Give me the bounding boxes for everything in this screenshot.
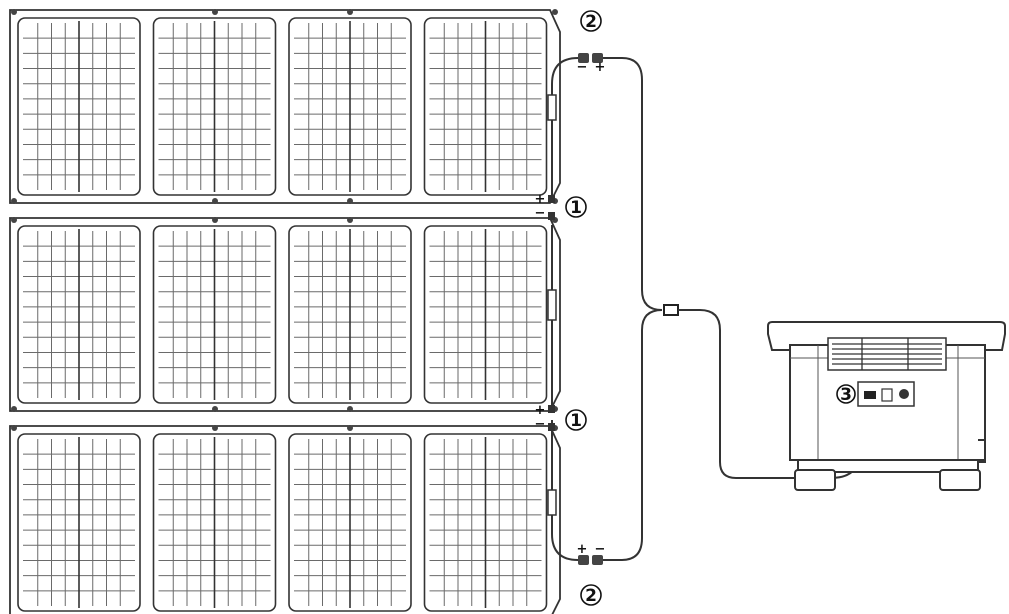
- hinge-dot: [347, 406, 353, 412]
- hinge-dot: [11, 406, 17, 412]
- polarity-lower-minus: −: [535, 417, 546, 432]
- hinge-dot: [212, 425, 218, 431]
- svg-text:3: 3: [840, 385, 852, 405]
- solar-panel-array: [9, 9, 561, 614]
- svg-text:1: 1: [570, 198, 582, 218]
- solar-panel: [423, 17, 548, 196]
- hinge-dot: [11, 9, 17, 15]
- power-station: [767, 321, 1006, 491]
- panel-group-frame: [9, 9, 561, 204]
- solar-panel: [288, 17, 412, 196]
- hinge-dot: [212, 9, 218, 15]
- polarity-bottom-minus: −: [595, 542, 606, 557]
- cable-bottom-inner: [551, 420, 579, 561]
- solar-panel: [152, 225, 277, 404]
- cable-top: [600, 57, 663, 311]
- hinge-dot: [11, 198, 17, 204]
- polarity-top-minus: −: [577, 60, 588, 75]
- hinge-dot: [552, 9, 558, 15]
- svg-text:2: 2: [585, 586, 597, 606]
- cable-top-inner: [551, 57, 579, 200]
- hinge-dot: [212, 406, 218, 412]
- cable-bottom: [600, 309, 663, 561]
- solar-panel-group: [9, 9, 561, 204]
- solar-panel: [288, 225, 412, 404]
- solar-panel-group: [9, 217, 561, 412]
- polarity-lower-plus: +: [535, 403, 546, 418]
- hinge-dot: [347, 425, 353, 431]
- hinge-dot: [11, 217, 17, 223]
- cable-inline-part: [547, 489, 557, 516]
- svg-text:2: 2: [585, 12, 597, 32]
- solar-panel: [152, 433, 277, 612]
- hinge-dot: [347, 9, 353, 15]
- polarity-top-plus: +: [595, 60, 606, 75]
- input-port-panel: [857, 381, 915, 407]
- bottom-connector: [578, 555, 603, 565]
- polarity-bottom-plus: +: [577, 542, 588, 557]
- svg-text:1: 1: [570, 411, 582, 431]
- callout-2-top: 2: [580, 10, 602, 32]
- cable-junction: [663, 304, 679, 316]
- hinge-dot: [347, 198, 353, 204]
- callout-1-upper: 1: [565, 196, 587, 218]
- upper-link-connector: [548, 195, 555, 220]
- vent-grille: [827, 337, 947, 371]
- solar-panel: [288, 433, 412, 612]
- solar-panel: [17, 225, 141, 404]
- polarity-upper-plus: +: [535, 192, 546, 207]
- callout-3-port: 3: [836, 384, 856, 405]
- hinge-dot: [347, 217, 353, 223]
- cable-inline-part: [547, 94, 557, 121]
- solar-panel-group: [9, 425, 561, 614]
- solar-panel: [423, 433, 548, 612]
- cable-inline-part: [547, 289, 557, 321]
- hinge-dot: [212, 198, 218, 204]
- hinge-dot: [212, 217, 218, 223]
- callout-1-lower: 1: [565, 409, 587, 431]
- solar-panel: [152, 17, 277, 196]
- hinge-dot: [11, 425, 17, 431]
- polarity-upper-minus: −: [535, 206, 546, 221]
- solar-panel: [17, 433, 141, 612]
- solar-panel: [423, 225, 548, 404]
- top-connector: [578, 53, 603, 63]
- lower-link-connector: [548, 405, 555, 431]
- callout-2-bottom: 2: [580, 584, 602, 606]
- solar-panel: [17, 17, 141, 196]
